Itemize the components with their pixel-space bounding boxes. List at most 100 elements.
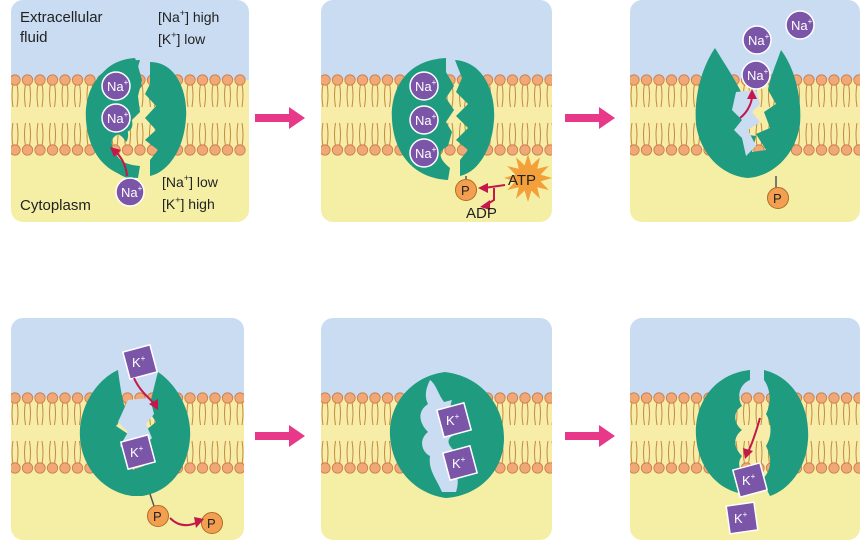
lipid-head: [34, 462, 46, 474]
lipid-tail: [199, 401, 206, 426]
arrow-head: [599, 425, 615, 447]
inside-na-concentration: [Na+] low: [162, 173, 219, 190]
extracellular-label-2: fluid: [20, 29, 48, 46]
lipid-head: [840, 144, 853, 156]
lipid-head: [209, 74, 221, 86]
step-arrow: [565, 425, 615, 447]
na-ion-body: [785, 10, 815, 40]
lipid-head: [531, 392, 544, 404]
lipid-head: [640, 462, 653, 474]
panel-4: P P K+ K+: [11, 318, 244, 540]
lipid-head: [840, 74, 853, 86]
na-ion: Na+: [101, 71, 131, 101]
lipid-head: [196, 462, 209, 474]
na-ion-label: Na+: [747, 67, 769, 83]
lipid-head: [369, 74, 381, 86]
lipid-head: [665, 462, 678, 474]
lipid-tail: [830, 440, 838, 465]
lipid-tail: [755, 401, 763, 426]
na-ion-label: Na+: [415, 78, 437, 94]
lipid-head: [381, 392, 394, 404]
na-entry-arrow: [115, 151, 128, 177]
lipid-head: [828, 462, 840, 474]
k-ion: K+: [119, 433, 157, 471]
lipid-tail: [546, 440, 552, 465]
na-ion-label: Na+: [415, 112, 437, 128]
lipid-tail: [855, 440, 860, 465]
lipid-head: [71, 392, 84, 404]
lipid-tail: [24, 83, 31, 108]
lipid-head: [344, 392, 356, 404]
lipid-tail: [755, 440, 763, 465]
lipid-tail: [855, 122, 860, 147]
lipid-tail: [49, 83, 56, 108]
lipid-head: [221, 74, 234, 86]
lipid-head: [506, 462, 519, 474]
lipid-tail: [830, 83, 838, 108]
lipid-tail: [36, 83, 44, 108]
lipid-tail: [643, 440, 650, 465]
lipid-head: [665, 392, 678, 404]
lipid-tail: [24, 440, 31, 465]
lipid-tail: [534, 440, 541, 465]
lipid-head: [331, 462, 344, 474]
lipid-head: [331, 74, 344, 86]
lipid-head: [690, 392, 703, 404]
panel-2: Na+ Na+ Na+ ATP ADP P: [321, 0, 552, 222]
pump-open-channel: [732, 90, 760, 156]
lipid-head: [59, 74, 71, 86]
lipid-head: [184, 74, 196, 86]
lipid-tail: [61, 122, 69, 147]
lipid-head: [344, 144, 356, 156]
lipid-tail: [74, 122, 81, 147]
lipid-head: [11, 144, 21, 156]
lipid-tail: [224, 83, 231, 108]
na-ion-body: [101, 103, 131, 133]
k-ion-label: K+: [130, 444, 144, 460]
k-ion: K+: [121, 343, 159, 381]
lipid-tail: [211, 401, 219, 426]
lipid-head: [209, 144, 221, 156]
lipid-head: [184, 144, 196, 156]
lipid-tail: [655, 122, 663, 147]
k-ion: K+: [725, 501, 759, 535]
lipid-head: [34, 144, 46, 156]
lipid-head: [840, 462, 853, 474]
lipid-tail: [346, 440, 354, 465]
phosphate-body: [767, 187, 789, 209]
lipid-head: [196, 74, 209, 86]
lipid-tail: [321, 401, 329, 426]
lipid-head: [678, 74, 690, 86]
lipid-tail: [359, 122, 366, 147]
lipid-tail: [384, 401, 391, 426]
step-arrow: [255, 425, 305, 447]
lipid-tail: [359, 401, 366, 426]
lipid-head: [356, 144, 369, 156]
lipid-head: [665, 74, 678, 86]
phosphate-label: P: [773, 191, 782, 206]
outside-k-concentration: [K+] low: [158, 30, 206, 47]
na-ion: Na+: [101, 103, 131, 133]
lipid-tail: [24, 122, 31, 147]
lipid-head: [369, 392, 381, 404]
lipid-head: [690, 462, 703, 474]
k-ion-body: [441, 444, 479, 482]
lipid-tail: [521, 83, 529, 108]
lipid-head: [84, 74, 96, 86]
lipid-tail: [346, 83, 354, 108]
lipid-head: [331, 144, 344, 156]
lipid-head: [740, 392, 753, 404]
lipid-head: [134, 144, 146, 156]
lipid-head: [344, 462, 356, 474]
lipid-tail: [830, 401, 838, 426]
lipid-head: [356, 462, 369, 474]
na-ion: Na+: [741, 60, 771, 90]
lipid-head: [46, 392, 59, 404]
lipid-tail: [236, 122, 244, 147]
lipid-tail: [643, 122, 650, 147]
na-ion-label: Na+: [107, 110, 129, 126]
arrow-head: [747, 89, 757, 99]
lipid-tail: [743, 401, 750, 426]
extracellular-label: Extracellular: [20, 9, 103, 26]
k-ion-body: [731, 461, 769, 499]
